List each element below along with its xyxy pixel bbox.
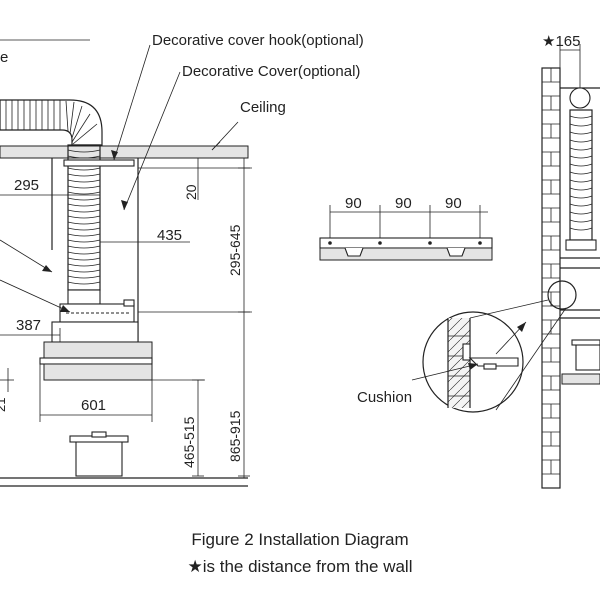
- hood-canopy: [39, 321, 153, 381]
- dim-387: 387: [16, 317, 41, 334]
- motor-housing: [59, 289, 135, 323]
- dim-295: 295: [14, 177, 39, 194]
- spacing-1: 90: [345, 195, 362, 212]
- label-partial: e: [0, 49, 8, 66]
- label-cushion: Cushion: [357, 389, 412, 406]
- figure-caption-title: Figure 2 Installation Diagram: [191, 530, 409, 549]
- dim-601: 601: [81, 397, 106, 414]
- cooking-pot-icon: [69, 431, 129, 477]
- mounting-bracket: [319, 237, 493, 249]
- vertical-flexible-duct: [67, 144, 101, 291]
- cushion-detail-callout: [422, 311, 524, 413]
- spacing-2: 90: [395, 195, 412, 212]
- dim-435: 435: [157, 227, 182, 244]
- ceiling-slab: [0, 145, 249, 159]
- dim-partial-21: 21: [0, 398, 8, 412]
- ceiling-bracket: [63, 159, 135, 167]
- label-ceiling: Ceiling: [240, 99, 286, 116]
- front-view: e Decorative cover hook(optional) Decora…: [0, 32, 364, 487]
- dim-865-915: 865-915: [227, 410, 243, 462]
- dim-465-515: 465-515: [181, 416, 197, 468]
- dim-20: 20: [183, 184, 199, 200]
- dim-295-645: 295-645: [227, 224, 243, 276]
- figure-caption-note: ★is the distance from the wall: [187, 557, 413, 576]
- cushion-detail: [447, 318, 519, 408]
- bracket-top-view: 90 90 90: [319, 195, 493, 261]
- label-decorative-cover-hook: Decorative cover hook(optional): [152, 32, 364, 49]
- spacing-3: 90: [445, 195, 462, 212]
- label-decorative-cover: Decorative Cover(optional): [182, 63, 360, 80]
- side-view: ★165 Cushion: [357, 33, 600, 489]
- horizontal-duct: [0, 99, 103, 146]
- star-distance-165: ★165: [542, 33, 580, 50]
